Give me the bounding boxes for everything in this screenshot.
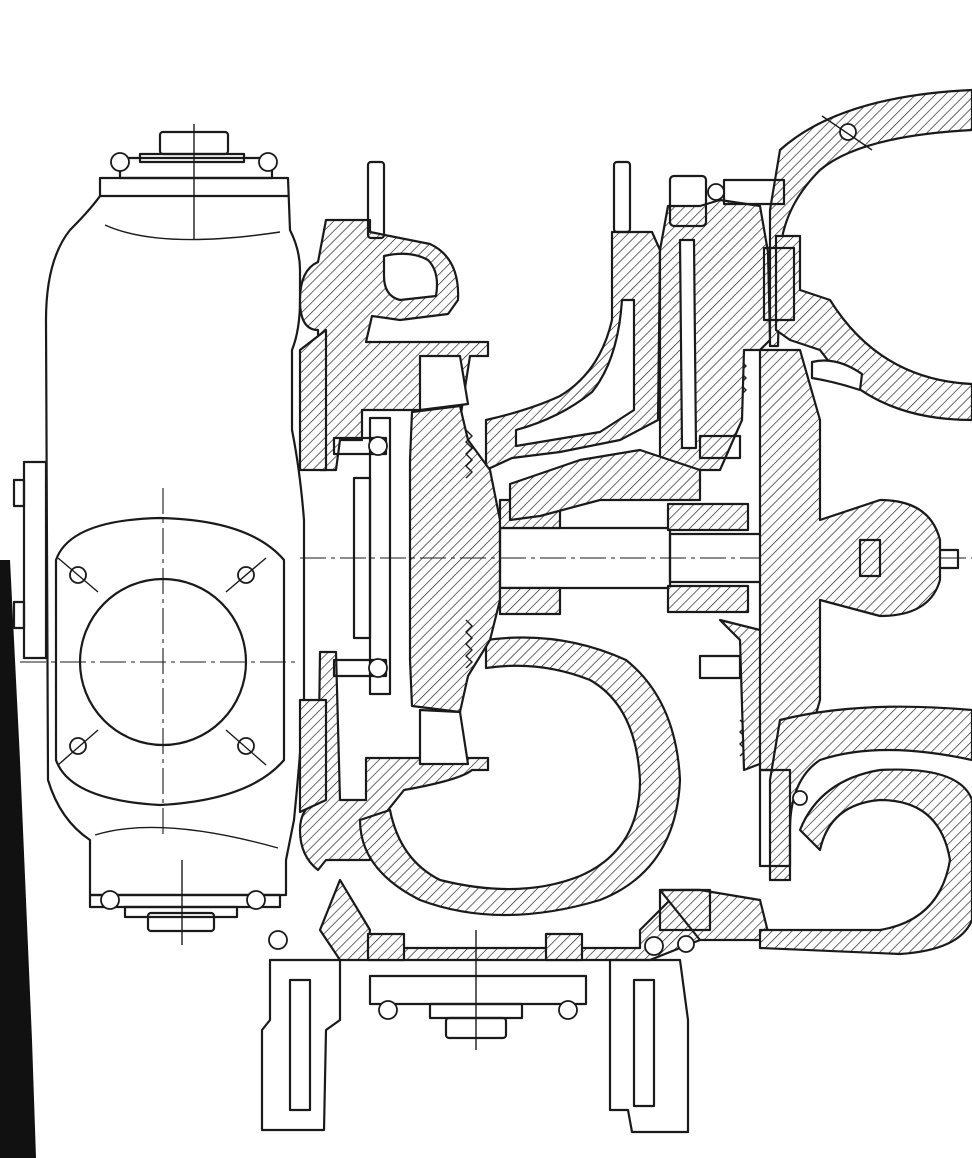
bearing-housing xyxy=(366,160,772,942)
bolt-icon xyxy=(237,737,255,755)
scan-edge-shadow xyxy=(0,560,36,1158)
bolt-icon xyxy=(558,1000,578,1020)
intake-housing xyxy=(12,124,306,945)
bolt-icon xyxy=(792,790,808,806)
bolt-icon xyxy=(368,436,388,456)
bolt-icon xyxy=(110,152,130,172)
bolt-icon xyxy=(677,935,695,953)
bolt-icon xyxy=(246,890,266,910)
flange-bolts xyxy=(268,178,808,956)
bolt-icon xyxy=(644,936,664,956)
compressor-impeller xyxy=(352,354,502,766)
bolt-icon xyxy=(368,658,388,678)
bolt-icon xyxy=(100,890,120,910)
bolt-icon xyxy=(258,152,278,172)
turbine-casing xyxy=(758,88,972,956)
bolt-icon xyxy=(69,737,87,755)
bolt-icon xyxy=(378,1000,398,1020)
support-feet xyxy=(260,930,690,1134)
bolt-icon xyxy=(707,183,725,201)
bolt-icon xyxy=(268,930,288,950)
